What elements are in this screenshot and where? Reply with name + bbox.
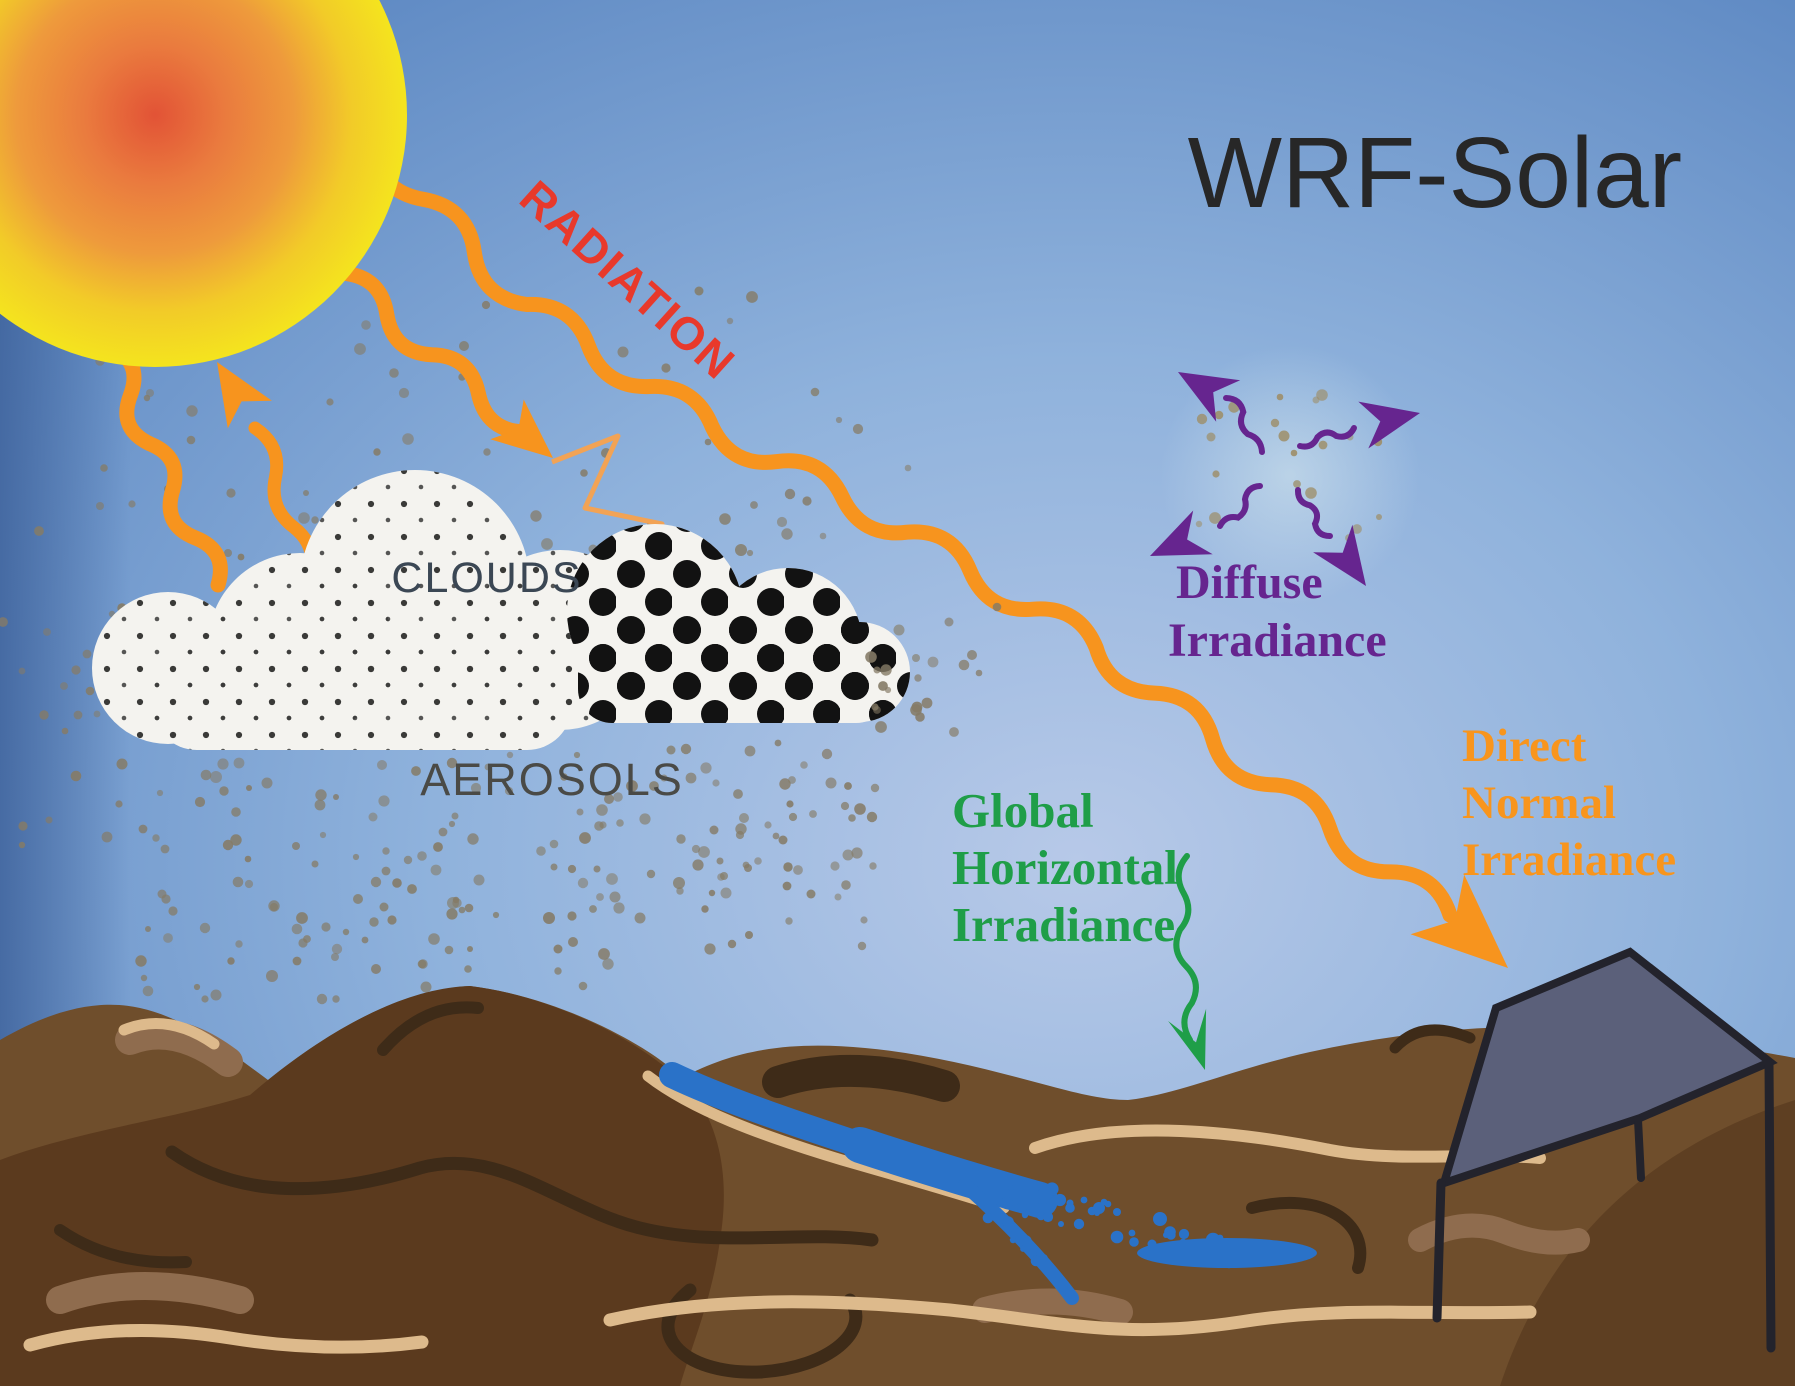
light-patch bbox=[46, 1272, 254, 1314]
shadow-stroke bbox=[165, 1145, 879, 1247]
shadow-stroke bbox=[377, 1001, 484, 1056]
light-patch bbox=[972, 1288, 1133, 1325]
ghi-arrow bbox=[1168, 853, 1207, 1070]
diffuse-irradiance-arrows bbox=[1150, 372, 1420, 586]
pond bbox=[1137, 1238, 1317, 1268]
house-roof-outline bbox=[1437, 947, 1778, 1190]
diffuse-irradiance-label: Diffuse Irradiance bbox=[1168, 556, 1387, 667]
terrain bbox=[0, 986, 1795, 1386]
shadow-stroke bbox=[1246, 1196, 1367, 1274]
shadow-stroke bbox=[661, 1283, 863, 1379]
river bbox=[642, 1062, 1317, 1305]
ghi-line1: Global bbox=[952, 783, 1094, 838]
shadow-stroke bbox=[1389, 1024, 1476, 1054]
dni-line2: Normal bbox=[1462, 777, 1616, 829]
house-post-middle bbox=[1634, 1116, 1645, 1182]
sun bbox=[0, 0, 407, 367]
clouds-label: CLOUDS bbox=[391, 554, 582, 602]
aerosols-label: AEROSOLS bbox=[420, 754, 684, 805]
house-post-right bbox=[1764, 1059, 1776, 1353]
aerosol-dots-lower bbox=[135, 389, 1392, 1005]
light-patch bbox=[1408, 1213, 1590, 1255]
diffuse-line2: Irradiance bbox=[1168, 614, 1387, 667]
tan-stroke bbox=[23, 1323, 429, 1354]
shadow-stroke bbox=[762, 1054, 960, 1102]
ghi-line2: Horizontal bbox=[952, 840, 1178, 895]
ghi-label: Global Horizontal Irradiance bbox=[952, 783, 1178, 952]
house bbox=[1432, 947, 1778, 1353]
hill-right-front bbox=[1500, 1100, 1795, 1386]
hill-crest-patch bbox=[115, 1019, 243, 1077]
diffuse-line1: Diffuse bbox=[1176, 556, 1323, 609]
dni-line1: Direct bbox=[1462, 720, 1587, 772]
dni-line3: Irradiance bbox=[1462, 834, 1676, 886]
house-roof bbox=[1444, 952, 1770, 1183]
house-post-left bbox=[1432, 1178, 1446, 1323]
tan-stroke bbox=[603, 1295, 1537, 1337]
hill-crest-highlight bbox=[118, 1018, 220, 1050]
ghi-line3: Irradiance bbox=[952, 897, 1175, 952]
shadow-stroke bbox=[54, 1224, 192, 1269]
dni-label: Direct Normal Irradiance bbox=[1462, 720, 1676, 886]
page-title: WRF-Solar bbox=[1188, 117, 1682, 229]
